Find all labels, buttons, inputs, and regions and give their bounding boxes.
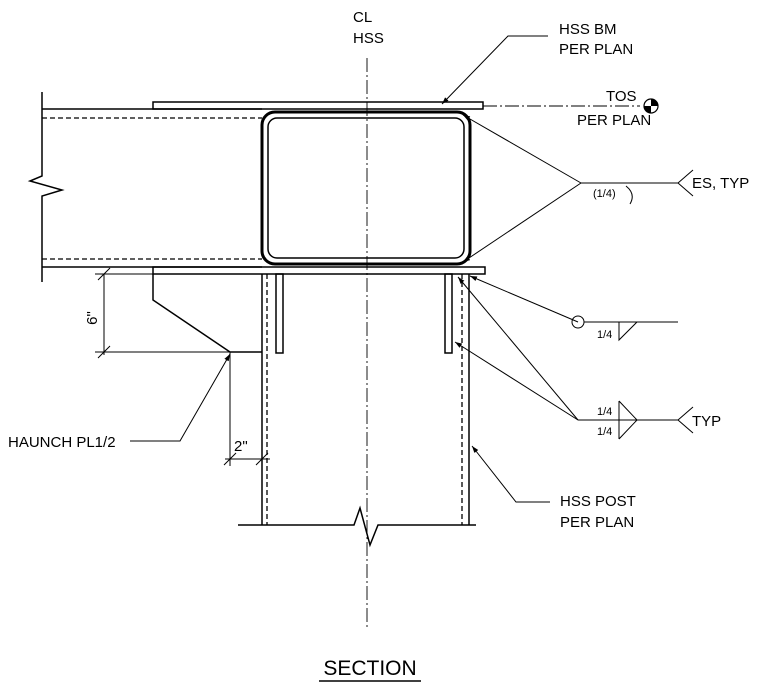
leader-typ-1: [457, 276, 579, 421]
leader-es-1: [462, 114, 582, 184]
top-cap-plate: [152, 101, 484, 110]
es-weld-symbol: [625, 185, 633, 205]
stiffener-left: [275, 273, 284, 354]
leader-hss-bm: [441, 35, 548, 105]
hss-bm-label-1: HSS BM: [559, 21, 617, 38]
stiffener-right: [444, 273, 453, 354]
cl-label: CL: [353, 9, 372, 26]
cl-hss-label: HSS: [353, 30, 384, 47]
dimension-6in: [95, 267, 230, 359]
hss-beam-section: [260, 110, 472, 266]
leader-es-2: [462, 182, 582, 263]
hss-beam-left: [27, 92, 262, 282]
weld-size-b: 1/4: [597, 406, 612, 418]
leader-hss-post: [471, 445, 550, 503]
tos-label-1: TOS: [606, 88, 637, 105]
hss-post-label-2: PER PLAN: [560, 514, 634, 531]
leader-typ-2: [454, 341, 579, 421]
weld-size-a: 1/4: [597, 329, 612, 341]
dim-6-label: 6": [84, 311, 101, 325]
typ-weld-symbol: [618, 400, 638, 440]
hss-post-label-1: HSS POST: [560, 493, 636, 510]
typ-tail: [677, 406, 694, 434]
leader-haunch: [130, 353, 231, 442]
weld-size-c: 1/4: [597, 426, 612, 438]
hss-post: [238, 274, 476, 548]
es-typ-label: ES, TYP: [692, 175, 749, 192]
weld-size-paren: (1/4): [593, 188, 616, 200]
bottom-plate: [152, 266, 486, 275]
leader-fillet-top: [469, 275, 579, 323]
haunch-label: HAUNCH PL1/2: [8, 434, 116, 451]
haunch-plate: [152, 274, 262, 353]
dimension-2in: [223, 352, 270, 466]
dim-2-label: 2": [234, 438, 248, 455]
section-title: SECTION: [323, 657, 416, 680]
tos-label-2: PER PLAN: [577, 112, 651, 129]
fillet-weld-symbol: [618, 321, 638, 342]
typ-label: TYP: [692, 413, 721, 430]
tos-target-icon: [643, 98, 659, 114]
hss-bm-label-2: PER PLAN: [559, 41, 633, 58]
es-tail: [677, 169, 694, 197]
